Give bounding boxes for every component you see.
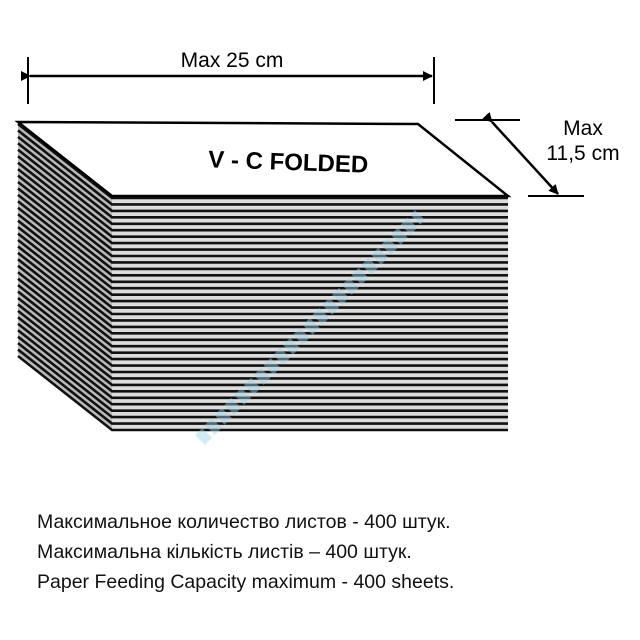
caption-english: Paper Feeding Capacity maximum - 400 she… bbox=[37, 571, 455, 593]
sheet-edge-line bbox=[17, 193, 508, 271]
depth-arrow bbox=[482, 111, 559, 195]
sheet-edge-line bbox=[17, 213, 508, 290]
sheet-edge-line bbox=[17, 335, 508, 412]
sheet-edge-line bbox=[17, 219, 508, 296]
sheet-edge-line bbox=[17, 264, 508, 342]
caption-russian: Максимальное количество листов - 400 шту… bbox=[37, 511, 451, 533]
sheet-edge-line bbox=[17, 161, 508, 238]
sheet-edge-line bbox=[17, 258, 508, 335]
sheet-edge-line bbox=[17, 232, 508, 309]
sheet-edge-line bbox=[17, 142, 508, 219]
sheet-edge-line bbox=[17, 180, 508, 258]
sheet-edge-line bbox=[17, 122, 508, 200]
sheet-edge-line bbox=[17, 187, 508, 264]
sheet-edge-line bbox=[17, 303, 508, 380]
sheet-edge-line bbox=[17, 271, 508, 348]
sheet-edge-line bbox=[17, 226, 508, 303]
caption-ukrainian: Максимальна кількість листів – 400 штук. bbox=[37, 541, 412, 563]
stack-top-face bbox=[14, 120, 512, 198]
width-label: Max 25 cm bbox=[181, 49, 284, 72]
sheet-edge-line bbox=[17, 316, 508, 393]
sheet-edge-line bbox=[17, 296, 508, 374]
sheet-edge-line bbox=[17, 148, 508, 226]
sheet-edge-line bbox=[17, 251, 508, 329]
sheet-edge-line bbox=[17, 238, 508, 316]
sheet-edge-line bbox=[17, 168, 508, 245]
sheet-edge-line bbox=[17, 200, 508, 277]
paper-stack: V - C FOLDED bbox=[14, 120, 512, 432]
sheet-edge-line bbox=[17, 329, 508, 406]
sheet-edge-line bbox=[17, 309, 508, 387]
sheet-edge-line bbox=[17, 348, 508, 425]
sheet-edge-line bbox=[17, 284, 508, 361]
sheet-edge-line bbox=[17, 322, 508, 400]
depth-label-max: Max bbox=[563, 117, 603, 140]
sheet-edge-line bbox=[17, 174, 508, 251]
width-dimension: Max 25 cm bbox=[21, 49, 435, 104]
sheet-edge-line bbox=[17, 129, 508, 206]
sheet-edge-line bbox=[17, 277, 508, 354]
depth-label-value: 11,5 cm bbox=[546, 142, 619, 165]
sheet-edge-line bbox=[17, 342, 508, 419]
depth-dimension: Max 11,5 cm bbox=[455, 111, 620, 197]
sheet-edge-line bbox=[17, 354, 508, 432]
sheet-edge-line bbox=[17, 155, 508, 232]
sheet-edge-line bbox=[17, 135, 508, 213]
watermark bbox=[194, 210, 426, 445]
top-face-label: V - C FOLDED bbox=[208, 146, 369, 179]
sheet-edge-line bbox=[17, 245, 508, 322]
sheet-edge-line bbox=[17, 206, 508, 284]
sheet-edge-line bbox=[17, 290, 508, 367]
